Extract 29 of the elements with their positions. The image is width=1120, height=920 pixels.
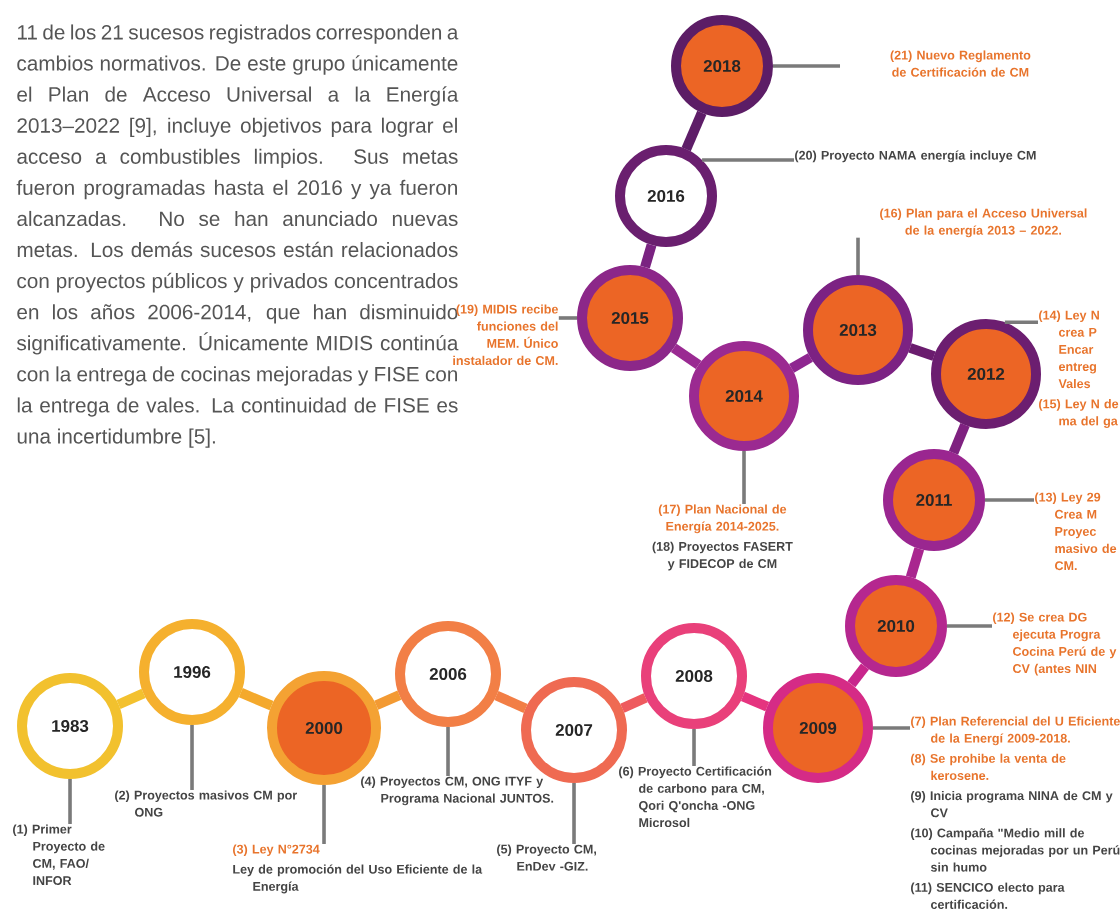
leader-line [558, 316, 577, 320]
leader-line [742, 451, 746, 504]
timeline-link [847, 663, 869, 688]
timeline-link [740, 691, 770, 712]
timeline-link [789, 353, 813, 373]
leader-line [873, 726, 910, 730]
leader-line [572, 783, 576, 844]
timeline-link [374, 690, 402, 710]
leader-line [985, 498, 1034, 502]
leader-line [692, 729, 696, 766]
leader-line [856, 237, 860, 275]
leader-line [1004, 320, 1038, 325]
leader-line [446, 727, 450, 776]
timeline-link [670, 343, 702, 370]
timeline-link [116, 688, 146, 710]
timeline-link [238, 688, 274, 711]
timeline-link [494, 690, 528, 714]
leader-line [773, 64, 840, 68]
leader-line [702, 158, 794, 162]
timeline-link [620, 693, 648, 713]
leader-line [190, 725, 194, 790]
leader-line [68, 779, 72, 824]
timeline-link [905, 547, 925, 579]
timeline-link [681, 110, 707, 152]
leader-line [322, 785, 326, 844]
timeline-link [640, 243, 657, 269]
timeline-link [948, 422, 970, 455]
timeline-link [908, 343, 936, 361]
leader-line [947, 624, 992, 628]
